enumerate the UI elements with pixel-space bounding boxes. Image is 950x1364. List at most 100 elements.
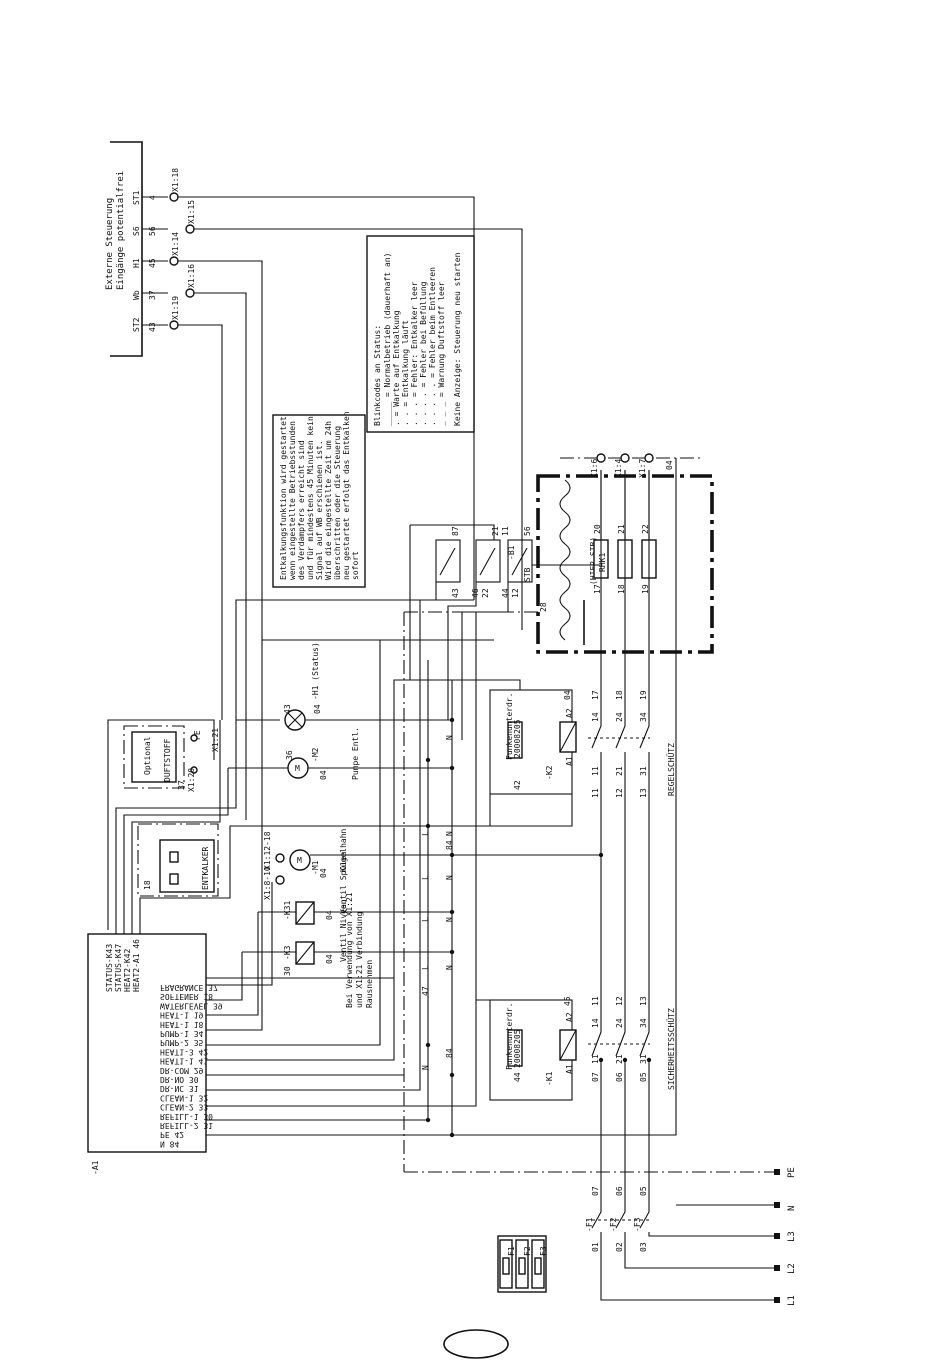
descaling-note-line-1: Entkalkungsfunktion wird gestartet [279,416,288,580]
fuse-f3-label: -F3 [633,1217,642,1232]
supply-line-l1: L1 [787,1295,797,1306]
terminal-x1-19-icon [169,320,179,330]
thermostat-contact-22: 22 [481,588,490,598]
blink-code-line-2: . = Warte auf Entkalkung [392,310,401,426]
descaler-fuse-icon-2 [169,873,179,885]
blink-codes-title: Blinkcodes an Status: [373,325,382,426]
terminal-x1-6-icon [596,453,606,463]
controller-pin-3: WATERLEVEL 39 [160,1001,223,1010]
supply-line-pe: PE [787,1167,797,1178]
junction-dots [425,717,652,1138]
k1-contact-34: 34 [639,1018,648,1028]
terminal-label-x1-18: X1:18 [171,168,180,192]
thermostat-contact-43: 43 [451,588,460,598]
fuse-top-07: 07 [591,1186,600,1196]
note-x1-21-line-1: Bei Verwendung von X1:21 [345,892,354,1008]
external-control-block: Externe Steuerung Eingänge potentialfrei… [105,141,196,357]
heater-terminal-x1-7: X1:7 [638,459,647,478]
k2-a2: A2 [565,708,574,718]
descaling-note-line-3: des Verdampfers erreicht sind [297,440,306,580]
controller-pin-10: DR-COM 29 [160,1066,204,1075]
thermostat-contact-44: 44 [501,588,510,598]
descaling-note-box: Entkalkungsfunktion wird gestartet wenn … [272,411,366,588]
k2-contact-14: 14 [591,712,600,722]
k2-contact-24: 24 [615,712,624,722]
rail-l-label-1: L [421,831,430,836]
fuse-f1-label: -F1 [585,1217,594,1232]
bus-rails: N L N 84 L N L N L N 47 N 84 [403,612,652,1172]
k2-bus-11: 11 [591,788,600,798]
descaler-fuse-icon-1 [169,851,179,863]
controller-side-pin-3: HEAT2-K42 [123,948,132,992]
controller-pin-1: FRAGRANCE 37 [160,983,218,992]
fuse-holder-icon-3 [534,1257,542,1275]
heater-el3-bottom: 19 [641,584,650,594]
k1-bottom-06: 06 [615,1072,624,1082]
thermostat-contact-21: 21 [491,526,500,536]
rail-l-label-4: L [421,965,430,970]
terminal-label-x1-14: X1:14 [171,232,180,256]
descaler-block: ENTKALKER 18 [137,823,219,897]
relay-k1: Funkenunterdr. 20008205 -K1 A1 A2 45 11 … [489,830,676,1190]
note-x1-21-line-2: und X1:21 Verbindung [355,911,364,1008]
k1-mid-11: 11 [591,1054,600,1064]
heater-terminal-x1-6: X1:6 [590,459,599,478]
k2-top-04: 04 [563,690,572,700]
fuse-top-06: 06 [615,1186,624,1196]
pump-motor-m-glyph: M [295,764,300,773]
terminal-x1-20-icon [190,766,198,774]
controller-side-pin-1: STATUS-K43 [105,944,114,992]
blink-codes-footer: Keine Anzeige: Steuerung neu starten [453,252,462,426]
k1-suppressor-label: Funkenunterdr. [505,1003,514,1070]
descaling-note-line-2: wenn eingestellte Betriebsstunden [288,421,297,580]
fragrance-terminal-x1-20: X1:20 [187,768,196,792]
input-name-wb: Wb [132,290,141,300]
supply-line-l3: L3 [787,1231,797,1242]
terminal-label-x1-15: X1:15 [187,200,196,224]
ball-valve-terminal-a: X1:12-18 [263,831,272,870]
heater-el2-top: 21 [617,524,626,534]
rail-l-label-2: L [421,875,430,880]
controller-pin-9: HEAT1-1 41 [160,1057,208,1066]
k2-bottom-21: 21 [615,766,624,776]
controller-pin-18: N 84 [160,1139,179,1148]
blink-codes-box: Blinkcodes an Status: _____ = Normalbetr… [366,235,475,433]
descaling-note-line-6: Wird die eingestellte Zeit um 24h [324,421,333,580]
k1-part: 20008205 [513,1029,522,1068]
status-lamp-left-num: 43 [283,704,292,714]
terminal-x1-16-icon [185,288,195,298]
heater-el2-bottom: 18 [617,584,626,594]
k2-contact-34: 34 [639,712,648,722]
rail-n-label-4: N [445,917,454,922]
junction-dot-2 [449,765,455,771]
rail-n-label-3: N [445,875,454,880]
blink-code-line-4: . . . = Fehler: Entkalker leer [410,281,419,426]
controller-pin-7: PUMP-2 35 [160,1038,204,1047]
controller-pin-5: HEAT-1 18 [160,1020,204,1029]
fuse-bot-01: 01 [591,1242,600,1252]
supply-terminal-l2-icon [774,1265,780,1271]
terminal-x1-14-icon [169,256,179,266]
supply-terminal-l1-icon [774,1297,780,1303]
valve-flush-num: 04 [325,910,334,920]
valve-level-left: 30 [283,966,292,976]
heating-coil-icon [559,479,571,641]
heater-element-rhk1-name: RHK1 [598,553,607,572]
controller-pin-14: CLEAN-2 33 [160,1103,208,1112]
k2-bus-13: 13 [639,788,648,798]
k1-top-12: 12 [615,996,624,1006]
controller-pin-2: SOFTENER 18 [160,992,213,1001]
junction-dot-14 [425,1042,431,1048]
k2-coil-id: -K2 [545,765,554,780]
fuse-bot-03: 03 [639,1242,648,1252]
k2-bottom-31: 31 [639,766,648,776]
blink-code-line-5: . . . . = Fehler bei Befüllung [419,281,428,426]
k2-bus-12: 12 [615,788,624,798]
k2-bottom-42: 42 [513,780,522,790]
external-input-wires [178,196,523,820]
internal-wiring [115,458,776,1173]
